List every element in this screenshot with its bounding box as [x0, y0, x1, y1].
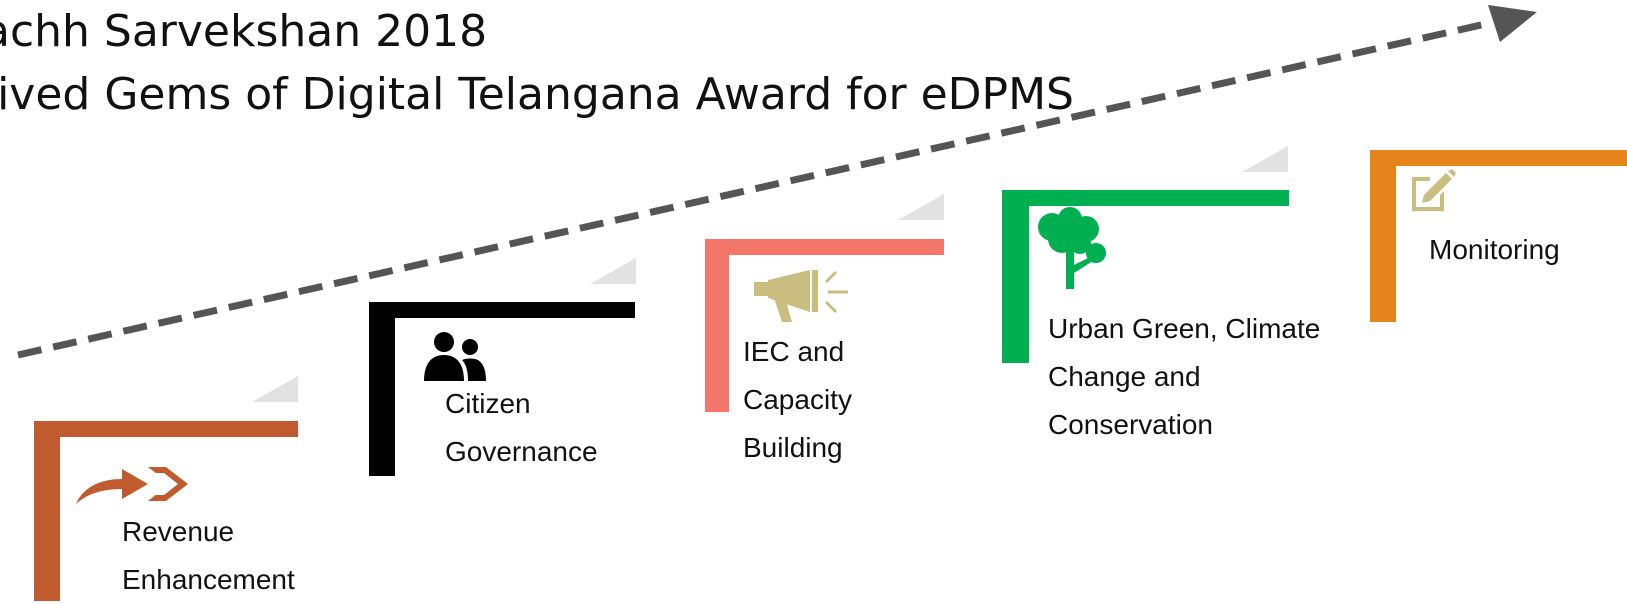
people-icon [424, 332, 486, 381]
edit-icon [1412, 169, 1456, 211]
step-label: Revenue Enhancement [122, 508, 295, 604]
step-frame-top [705, 239, 944, 255]
step-label-line: Revenue [122, 516, 235, 547]
step-label: Urban Green, Climate Change and Conserva… [1048, 305, 1320, 449]
step-shadow-triangle [252, 376, 298, 402]
step-label-line: Capacity [743, 384, 852, 415]
headline-swachh-sarvekshan: achh Sarvekshan 2018 [0, 6, 488, 57]
step-shadow-triangle [1242, 146, 1288, 172]
step-label-line: Monitoring [1429, 234, 1560, 265]
step-frame-left [705, 239, 729, 412]
step-label: Monitoring [1429, 226, 1560, 274]
step-label: IEC and Capacity Building [743, 328, 852, 472]
step-frame-left [369, 302, 395, 476]
step-frame-top [1002, 190, 1289, 206]
step-label-line: Building [743, 432, 843, 463]
step-label-line: Governance [445, 436, 598, 467]
step-frame-left [1002, 190, 1029, 363]
tree-icon [1038, 207, 1106, 289]
growth-arrow-head [1488, 5, 1537, 42]
step-frame-top [1370, 150, 1627, 166]
step-label-line: Change and [1048, 361, 1201, 392]
step-label-line: Citizen [445, 388, 531, 419]
step-frame-top [369, 302, 635, 318]
step-frame-left [1370, 150, 1396, 322]
step-label-line: Enhancement [122, 564, 295, 595]
step-shadow-triangle [898, 194, 944, 220]
step-shadow-triangle [590, 258, 636, 284]
headline-gems-award: eived Gems of Digital Telangana Award fo… [0, 69, 1074, 120]
step-label-line: IEC and [743, 336, 845, 367]
step-frame-left [34, 421, 60, 601]
step-label: Citizen Governance [445, 380, 598, 476]
step-frame-top [34, 421, 298, 437]
forward-arrow-icon [76, 467, 188, 504]
megaphone-icon [754, 270, 848, 322]
step-label-line: Conservation [1048, 409, 1213, 440]
step-label-line: Urban Green, Climate [1048, 313, 1321, 344]
